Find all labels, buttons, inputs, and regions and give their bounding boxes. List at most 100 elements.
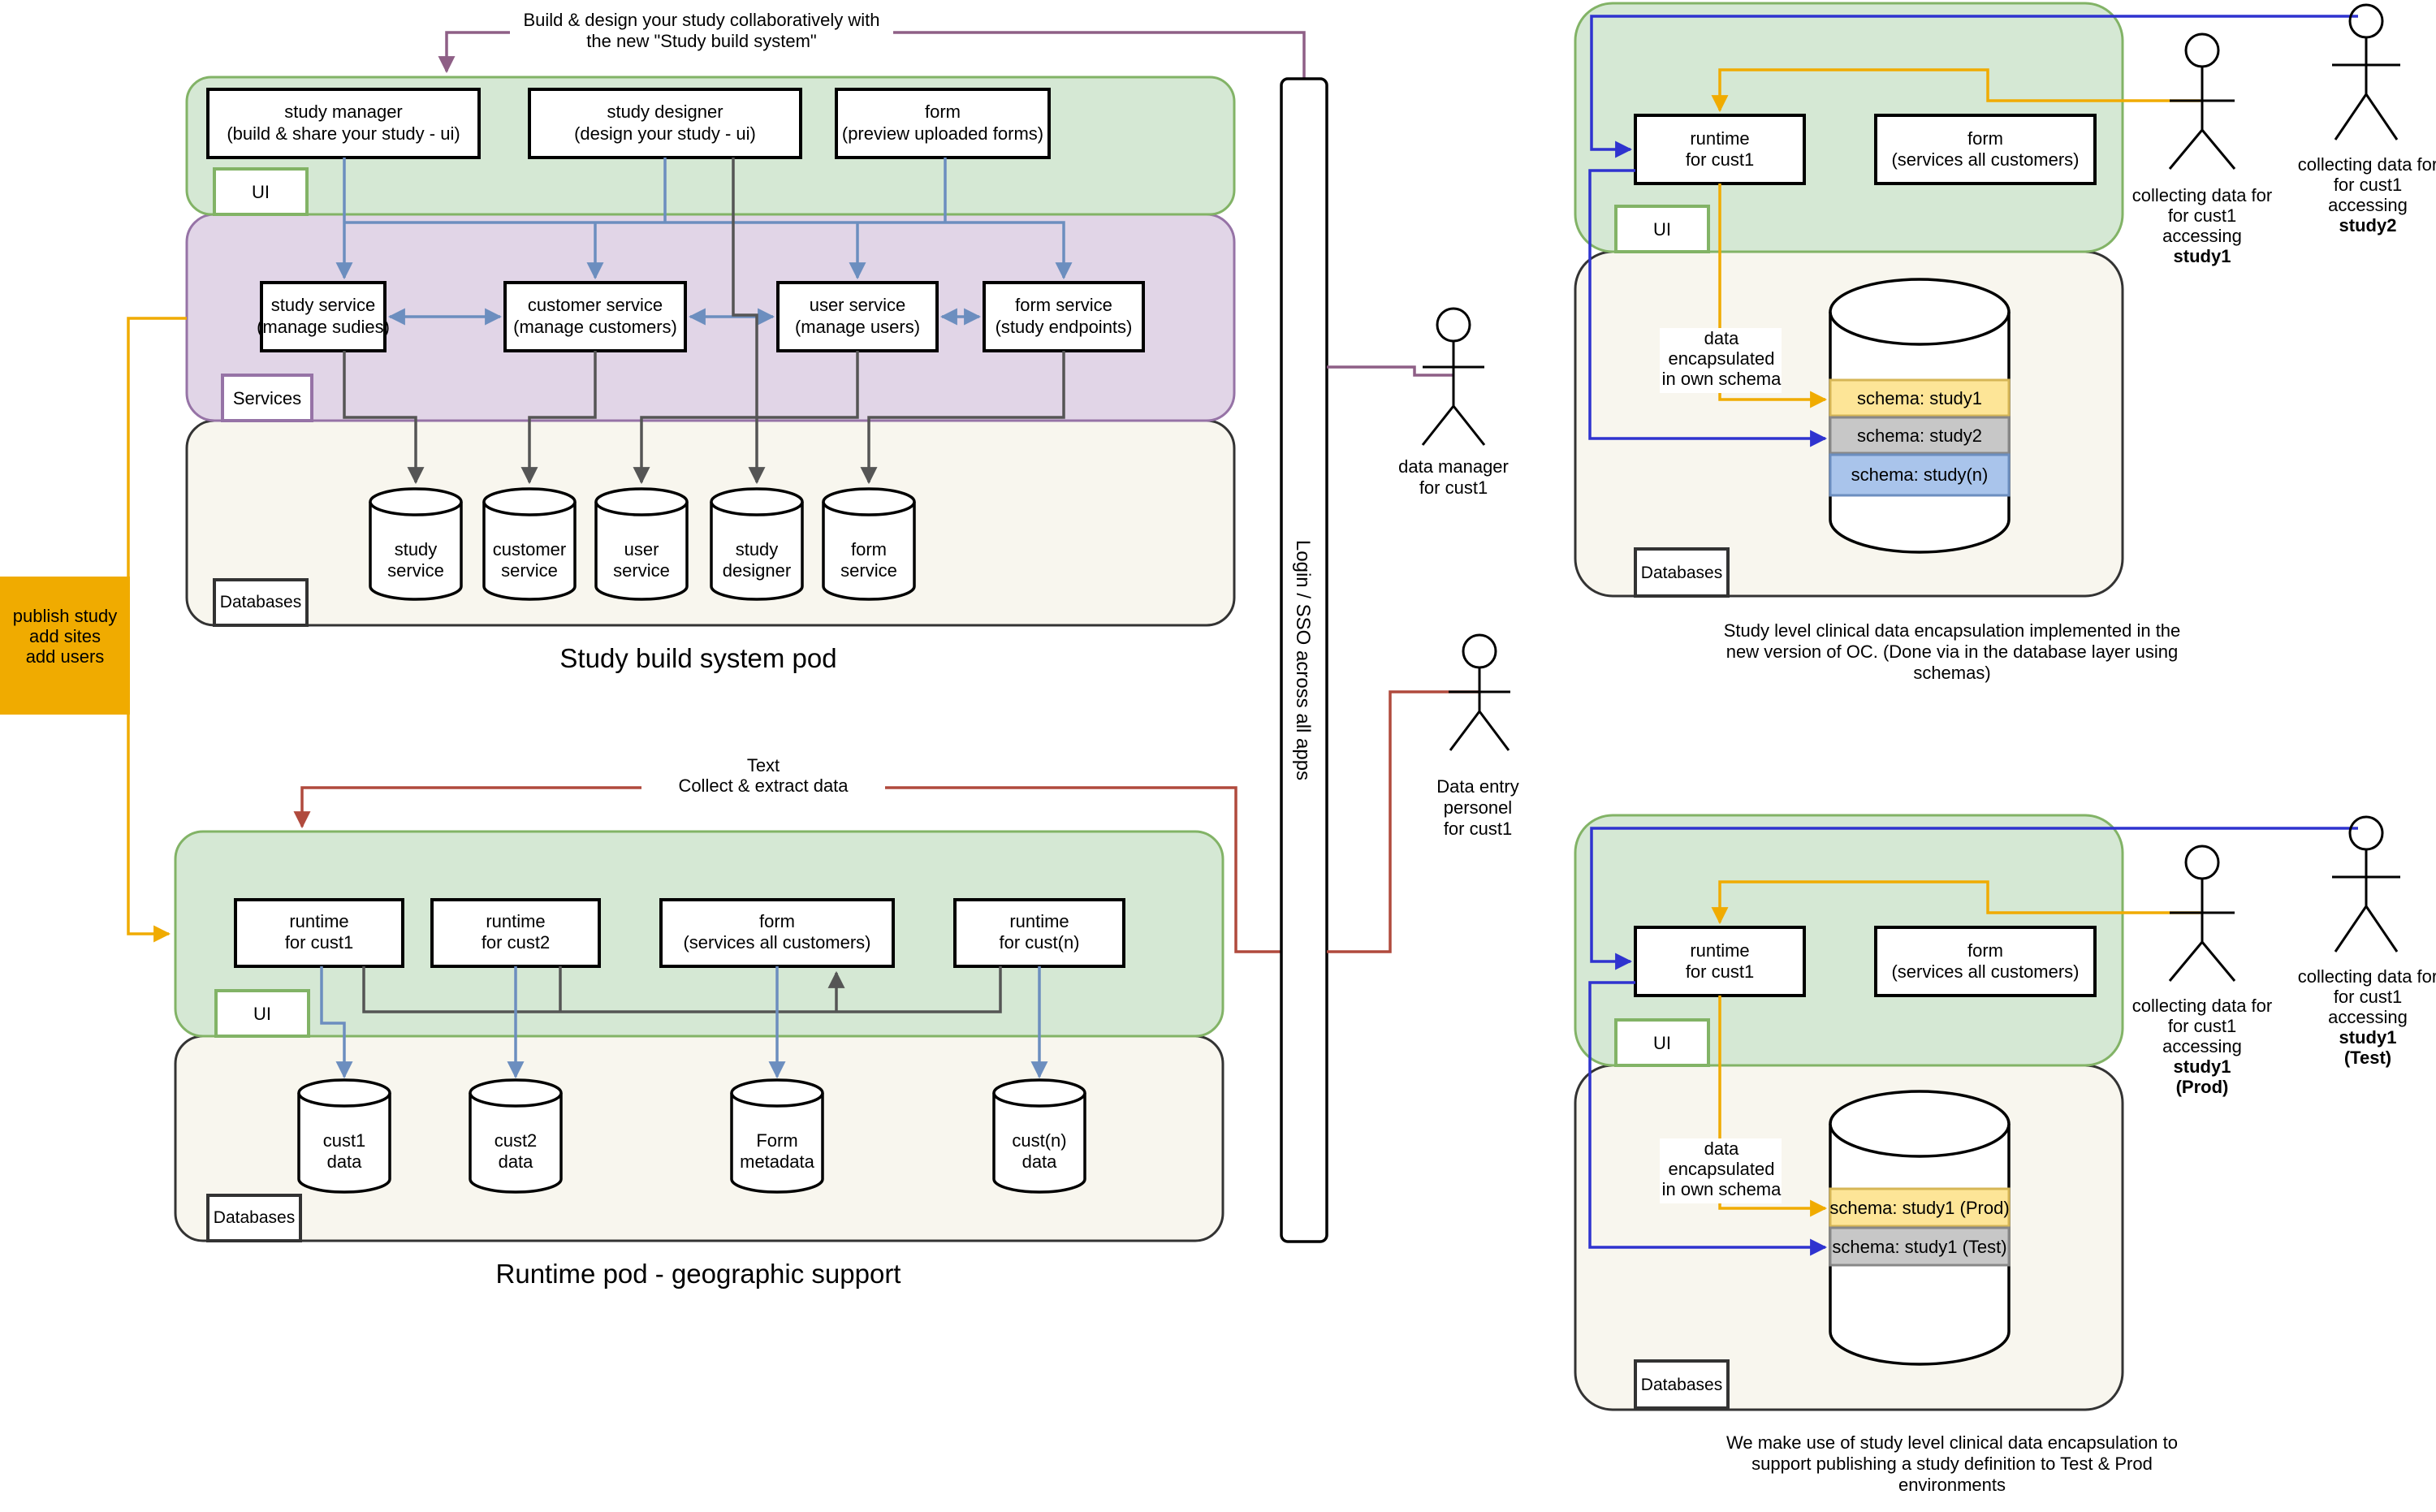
runtime-custn-box[interactable]: runtime for cust(n) <box>953 898 1125 968</box>
data-entry-line1: Data entry <box>1436 776 1519 797</box>
panel-bottom-actor2-line1: collecting data for <box>2298 966 2436 987</box>
form-preview-box[interactable]: form (preview uploaded forms) <box>835 88 1051 159</box>
panel-top-actor1-line3: accessing <box>2162 226 2242 246</box>
db-study-designer-line1: study <box>736 539 779 559</box>
panel-bottom-caption-line1: We make use of study level clinical data… <box>1726 1432 2178 1453</box>
publish-label-line1: publish study <box>13 606 117 626</box>
db-customer-service-line2: service <box>501 560 558 581</box>
study-manager-subtitle: (build & share your study - ui) <box>227 123 460 144</box>
db-cust1-line1: cust1 <box>323 1130 366 1151</box>
schema-study1-prod: schema: study1 (Prod) <box>1829 1198 2009 1218</box>
sso-bar-label: Login / SSO across all apps <box>1292 540 1314 780</box>
panel-top-form-box[interactable]: form (services all customers) <box>1874 114 2097 185</box>
panel-top-caption-line3: schemas) <box>1913 663 1990 683</box>
panel-bottom-note-line3: in own schema <box>1662 1179 1782 1199</box>
db-cust2-line1: cust2 <box>495 1130 538 1151</box>
db-study-service-line2: service <box>387 560 444 581</box>
panel-top-actor2-line2: for cust1 <box>2334 175 2402 195</box>
db-study-designer-line2: designer <box>723 560 791 581</box>
panel-top-ui-tag: UI <box>1653 219 1671 240</box>
runtime-pod: Text Collect & extract data UI Databases… <box>174 752 1281 1289</box>
runtime-cust1-box[interactable]: runtime for cust1 <box>234 898 404 968</box>
study-designer-box[interactable]: study designer (design your study - ui) <box>528 88 802 159</box>
form-service-title: form service <box>1015 295 1112 315</box>
runtime-cust1-line1: runtime <box>289 911 348 931</box>
panel-bottom-actor-prod: collecting data for for cust1 accessing … <box>2132 845 2272 1097</box>
build-note: Build & design your study collaborativel… <box>438 6 1306 79</box>
build-ui-tag: UI <box>252 182 270 202</box>
runtime-cust1-line2: for cust1 <box>285 932 353 953</box>
panel-bottom-runtime-box[interactable]: runtime for cust1 <box>1634 926 1806 997</box>
form-preview-title: form <box>925 102 961 122</box>
runtime-form-link <box>362 966 1002 1013</box>
db-cust2-line2: data <box>499 1151 534 1172</box>
user-service-box[interactable]: user service (manage users) <box>776 281 939 352</box>
panel-top-actor-study2: collecting data for for cust1 accessing … <box>2298 3 2436 235</box>
data-manager-actor: data manager for cust1 <box>1327 307 1509 498</box>
runtime-form-box[interactable]: form (services all customers) <box>659 898 895 968</box>
form-service-subtitle: (study endpoints) <box>996 317 1133 337</box>
panel-bottom-actor1-line3: accessing <box>2162 1036 2242 1056</box>
study-build-pod: UI Services Databases study manager (bui… <box>185 76 1236 673</box>
panel-bottom-caption-line2: support publishing a study definition to… <box>1751 1454 2153 1474</box>
panel-top-form-line1: form <box>1967 128 2003 149</box>
panel-top-note-line2: encapsulated <box>1669 348 1775 369</box>
runtime-custn-line2: for cust(n) <box>999 932 1079 953</box>
service-to-db-arrows <box>343 158 1065 485</box>
build-note-line2: the new "Study build system" <box>586 31 816 51</box>
db-form-service-line1: form <box>851 539 887 559</box>
runtime-custn-line1: runtime <box>1009 911 1069 931</box>
runtime-note-line2: Collect & extract data <box>678 775 849 796</box>
panel-bottom-actor2-line5: (Test) <box>2344 1048 2391 1068</box>
data-entry-line3: for cust1 <box>1444 819 1512 839</box>
build-databases-tag: Databases <box>220 593 301 611</box>
build-pod-title: Study build system pod <box>559 643 836 673</box>
form-service-box[interactable]: form service (study endpoints) <box>983 281 1145 352</box>
panel-top-actor2-line3: accessing <box>2328 195 2408 215</box>
study-manager-title: study manager <box>284 102 403 122</box>
data-manager-line2: for cust1 <box>1419 477 1488 498</box>
panel-bottom-caption-line3: environments <box>1898 1475 2006 1495</box>
publish-label-line3: add users <box>26 646 105 667</box>
panel-bottom-actor2-line2: for cust1 <box>2334 987 2402 1007</box>
ui-to-service-arrows <box>335 158 1073 326</box>
panel-bottom-runtime-line1: runtime <box>1690 940 1749 961</box>
runtime-form-line1: form <box>759 911 795 931</box>
data-entry-line2: personel <box>1444 797 1512 818</box>
panel-bottom-ui-tag: UI <box>1653 1033 1671 1053</box>
build-note-line1: Build & design your study collaborativel… <box>523 10 879 30</box>
customer-service-box[interactable]: customer service (manage customers) <box>503 281 687 352</box>
panel-top-databases-tag: Databases <box>1641 564 1722 582</box>
customer-service-subtitle: (manage customers) <box>513 317 677 337</box>
panel-bottom-actor1-line2: for cust1 <box>2168 1016 2236 1036</box>
schema-study2: schema: study2 <box>1857 426 1982 446</box>
runtime-cust2-line1: runtime <box>486 911 545 931</box>
db-form-metadata-line1: Form <box>756 1130 797 1151</box>
panel-top-runtime-line1: runtime <box>1690 128 1749 149</box>
study-service-box[interactable]: study service (manage sudies) <box>257 281 390 352</box>
panel-bottom: UI Databases runtime for cust1 form (ser… <box>1574 814 2436 1495</box>
db-user-service: user service <box>594 487 689 601</box>
data-entry-actor: Data entry personel for cust1 <box>1327 633 1519 953</box>
db-cust1-line2: data <box>327 1151 363 1172</box>
build-services-tag: Services <box>233 388 301 408</box>
db-custn-line2: data <box>1022 1151 1058 1172</box>
panel-bottom-actor2-line3: accessing <box>2328 1007 2408 1027</box>
panel-top-caption-line1: Study level clinical data encapsulation … <box>1724 620 2181 641</box>
panel-bottom-form-box[interactable]: form (services all customers) <box>1874 926 2097 997</box>
db-cust1-data: cust1 data <box>297 1078 391 1194</box>
runtime-cust2-box[interactable]: runtime for cust2 <box>430 898 601 968</box>
panel-bottom-actor1-line1: collecting data for <box>2132 996 2272 1016</box>
schema-study1-test: schema: study1 (Test) <box>1832 1237 2006 1257</box>
panel-top-runtime-box[interactable]: runtime for cust1 <box>1634 114 1806 185</box>
db-study-designer: study designer <box>710 487 804 601</box>
schema-studyn: schema: study(n) <box>1851 464 1989 485</box>
publish-label: publish study add sites add users <box>0 317 187 943</box>
runtime-ui-tag: UI <box>253 1004 271 1024</box>
study-manager-box[interactable]: study manager (build & share your study … <box>206 88 481 159</box>
runtime-form-line2: (services all customers) <box>683 932 870 953</box>
panel-bottom-actor1-line5: (Prod) <box>2176 1077 2229 1097</box>
data-manager-line1: data manager <box>1398 456 1509 477</box>
panel-bottom-form-line2: (services all customers) <box>1891 961 2079 982</box>
panel-bottom-actor1-line4: study1 <box>2174 1056 2231 1077</box>
